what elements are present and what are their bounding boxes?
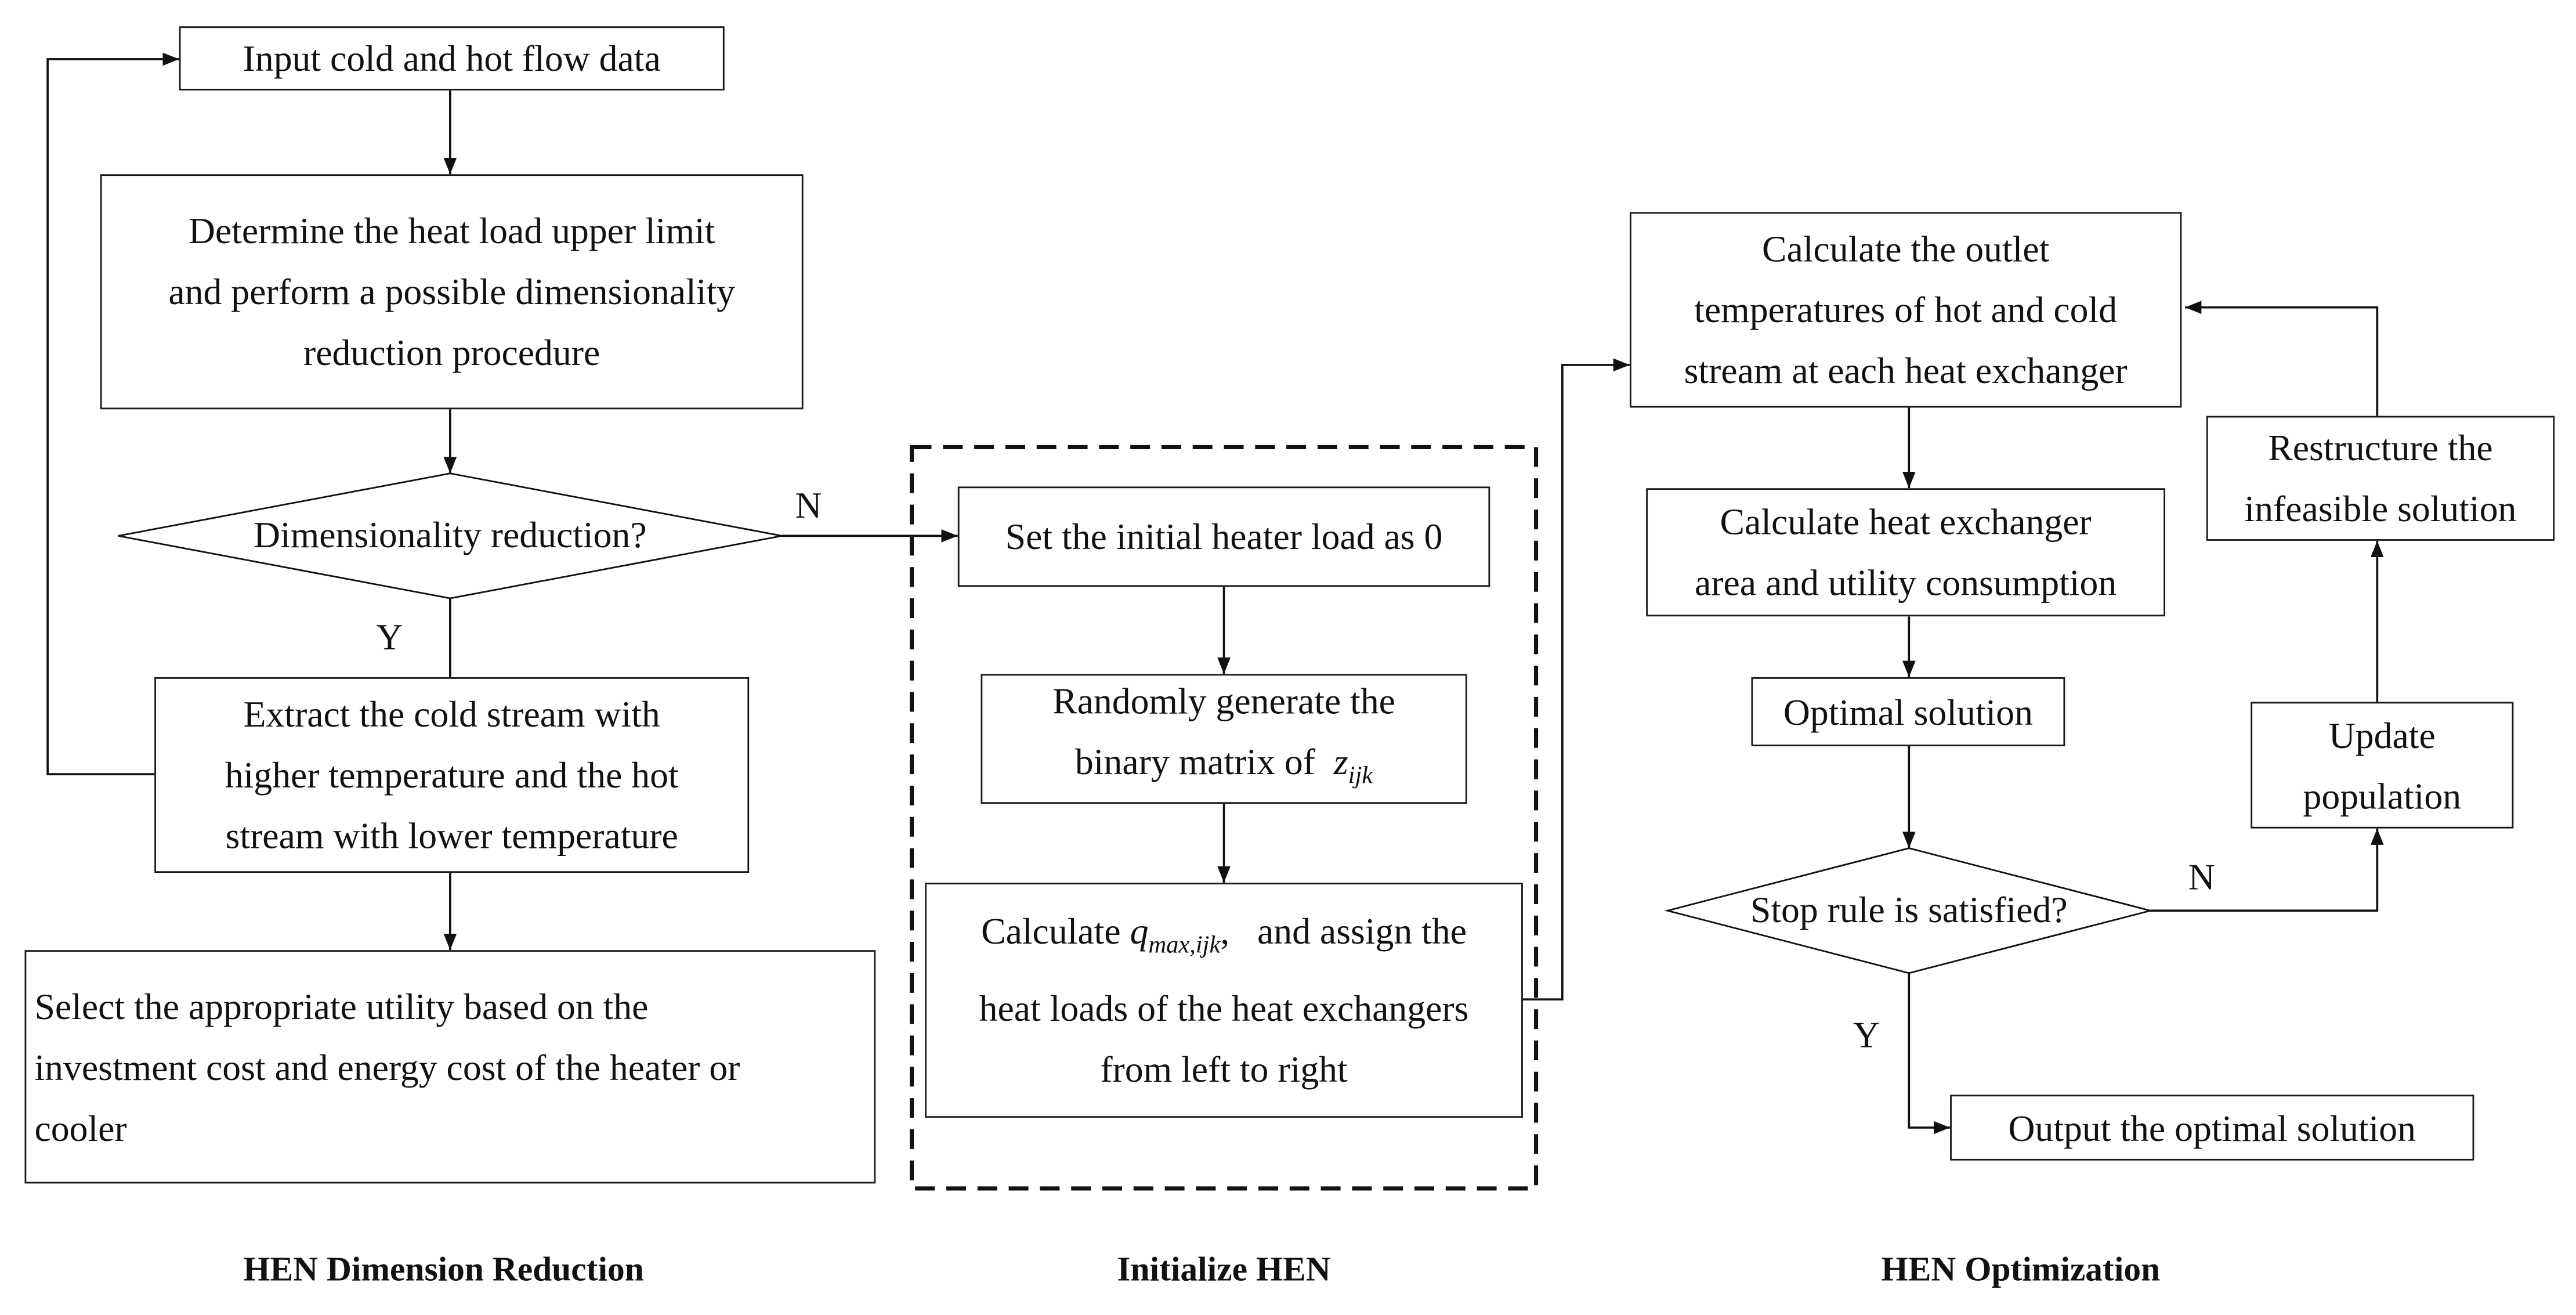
qmax-line1: Calculate qmax,ijk, and assign the — [979, 901, 1469, 978]
caption-dimension-reduction: HEN Dimension Reduction — [243, 1249, 644, 1289]
determine-limit-line1: Determine the heat load upper limit — [188, 210, 715, 252]
restructure-line2: infeasible solution — [2244, 488, 2517, 530]
input-data-box: Input cold and hot flow data — [179, 26, 725, 91]
determine-limit-line2: and perform a possible dimensionality — [168, 271, 736, 313]
random-generate-box: Randomly generate the binary matrix of z… — [981, 674, 1467, 804]
outlet-line3: stream at each heat exchanger — [1684, 350, 2128, 392]
dim-no-label: N — [795, 485, 822, 526]
outlet-line2: temperatures of hot and cold — [1694, 289, 2118, 331]
input-data-text: Input cold and hot flow data — [243, 38, 661, 79]
output-text: Output the optimal solution — [2008, 1107, 2416, 1148]
outlet-line1: Calculate the outlet — [1761, 228, 2050, 270]
restructure-line1: Restructure the — [2268, 427, 2493, 469]
caption-initialize: Initialize HEN — [1117, 1249, 1331, 1289]
update-line1: Update — [2328, 714, 2436, 756]
edge-extract-loop — [46, 52, 179, 775]
extract-stream-line3: stream with lower temperature — [225, 815, 678, 857]
output-solution-box: Output the optimal solution — [1950, 1094, 2474, 1161]
optimal-text: Optimal solution — [1783, 691, 2033, 732]
update-line2: population — [2303, 775, 2462, 817]
calc-area-box: Calculate heat exchanger area and utilit… — [1646, 488, 2166, 617]
init-group-border — [909, 445, 1539, 1191]
edge-calc-outlet — [1522, 358, 1630, 1001]
dim-reduction-question: Dimensionality reduction? — [253, 514, 647, 556]
extract-stream-line2: higher temperature and the hot — [225, 754, 679, 796]
stop-yes-label: Y — [1853, 1014, 1880, 1056]
dim-reduction-diamond — [118, 472, 783, 599]
qmax-suffix: , and assign the — [1220, 911, 1467, 952]
area-line1: Calculate heat exchanger — [1720, 501, 2092, 543]
caption-optimization: HEN Optimization — [1881, 1249, 2161, 1289]
random-line2: binary matrix of zijk — [1052, 731, 1395, 808]
qmax-line2: heat loads of the heat exchangers — [979, 987, 1469, 1029]
q-symbol: q — [1130, 911, 1149, 952]
edge-stop-update — [2150, 828, 2384, 912]
restructure-box: Restructure the infeasible solution — [2206, 416, 2555, 541]
calc-outlet-box: Calculate the outlet temperatures of hot… — [1629, 212, 2182, 408]
stop-no-label: N — [2188, 856, 2215, 898]
select-utility-line3: cooler — [34, 1107, 127, 1148]
z-subscript: ijk — [1348, 763, 1373, 790]
select-utility-box: Select the appropriate utility based on … — [24, 950, 876, 1184]
random-line1: Randomly generate the — [1052, 680, 1396, 721]
edge-stop-output — [1908, 973, 1951, 1135]
q-subscript: max,ijk — [1148, 933, 1221, 960]
optimal-solution-box: Optimal solution — [1751, 677, 2065, 746]
random-line2-text: binary matrix of — [1074, 740, 1315, 782]
select-utility-line1: Select the appropriate utility based on … — [34, 985, 649, 1027]
set-heater-text: Set the initial heater load as 0 — [1005, 516, 1443, 558]
extract-stream-line1: Extract the cold stream with — [243, 693, 660, 735]
stop-rule-question: Stop rule is satisfied? — [1750, 889, 2068, 931]
edge-restructure-outlet — [2185, 301, 2379, 416]
calc-qmax-box: Calculate qmax,ijk, and assign the heat … — [925, 883, 1523, 1118]
extract-stream-box: Extract the cold stream with higher temp… — [154, 677, 750, 873]
determine-limit-line3: reduction procedure — [303, 332, 600, 373]
update-population-box: Update population — [2251, 702, 2514, 829]
qmax-line3: from left to right — [1100, 1048, 1348, 1090]
set-heater-box: Set the initial heater load as 0 — [957, 486, 1490, 587]
dim-yes-label: Y — [376, 616, 403, 658]
z-symbol: z — [1333, 740, 1348, 782]
select-utility-line2: investment cost and energy cost of the h… — [34, 1046, 740, 1088]
determine-limit-box: Determine the heat load upper limit and … — [100, 174, 804, 410]
area-line2: area and utility consumption — [1695, 562, 2117, 604]
qmax-prefix: Calculate — [981, 911, 1121, 952]
